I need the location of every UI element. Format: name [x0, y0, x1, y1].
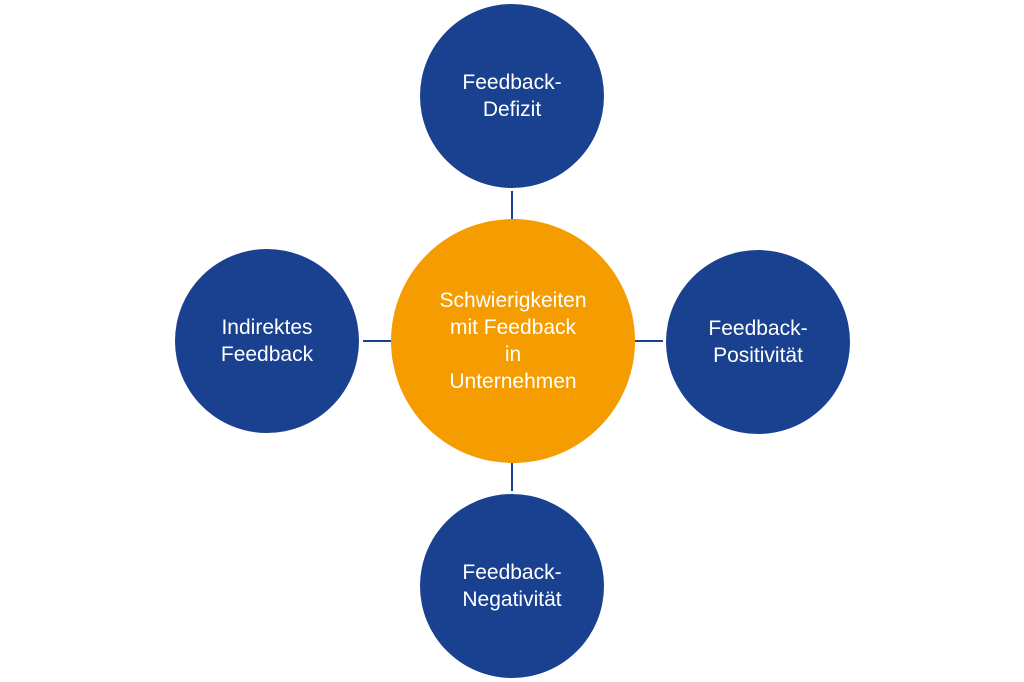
center-node: Schwierigkeiten mit Feedback in Unterneh…: [391, 219, 635, 463]
node-feedback-positivitaet: Feedback- Positivität: [666, 250, 850, 434]
connector-left: [363, 340, 391, 342]
node-label: Indirektes Feedback: [220, 316, 314, 366]
node-label: Feedback- Defizit: [462, 71, 562, 121]
connector-bottom: [511, 463, 513, 491]
connector-right: [635, 340, 663, 342]
node-feedback-defizit: Feedback- Defizit: [420, 4, 604, 188]
center-node-label: Schwierigkeiten mit Feedback in Unterneh…: [439, 289, 587, 393]
node-indirektes-feedback: Indirektes Feedback: [175, 249, 359, 433]
connector-top: [511, 191, 513, 219]
node-label: Feedback- Negativität: [462, 561, 562, 611]
node-label: Feedback- Positivität: [708, 317, 808, 367]
node-feedback-negativitaet: Feedback- Negativität: [420, 494, 604, 678]
